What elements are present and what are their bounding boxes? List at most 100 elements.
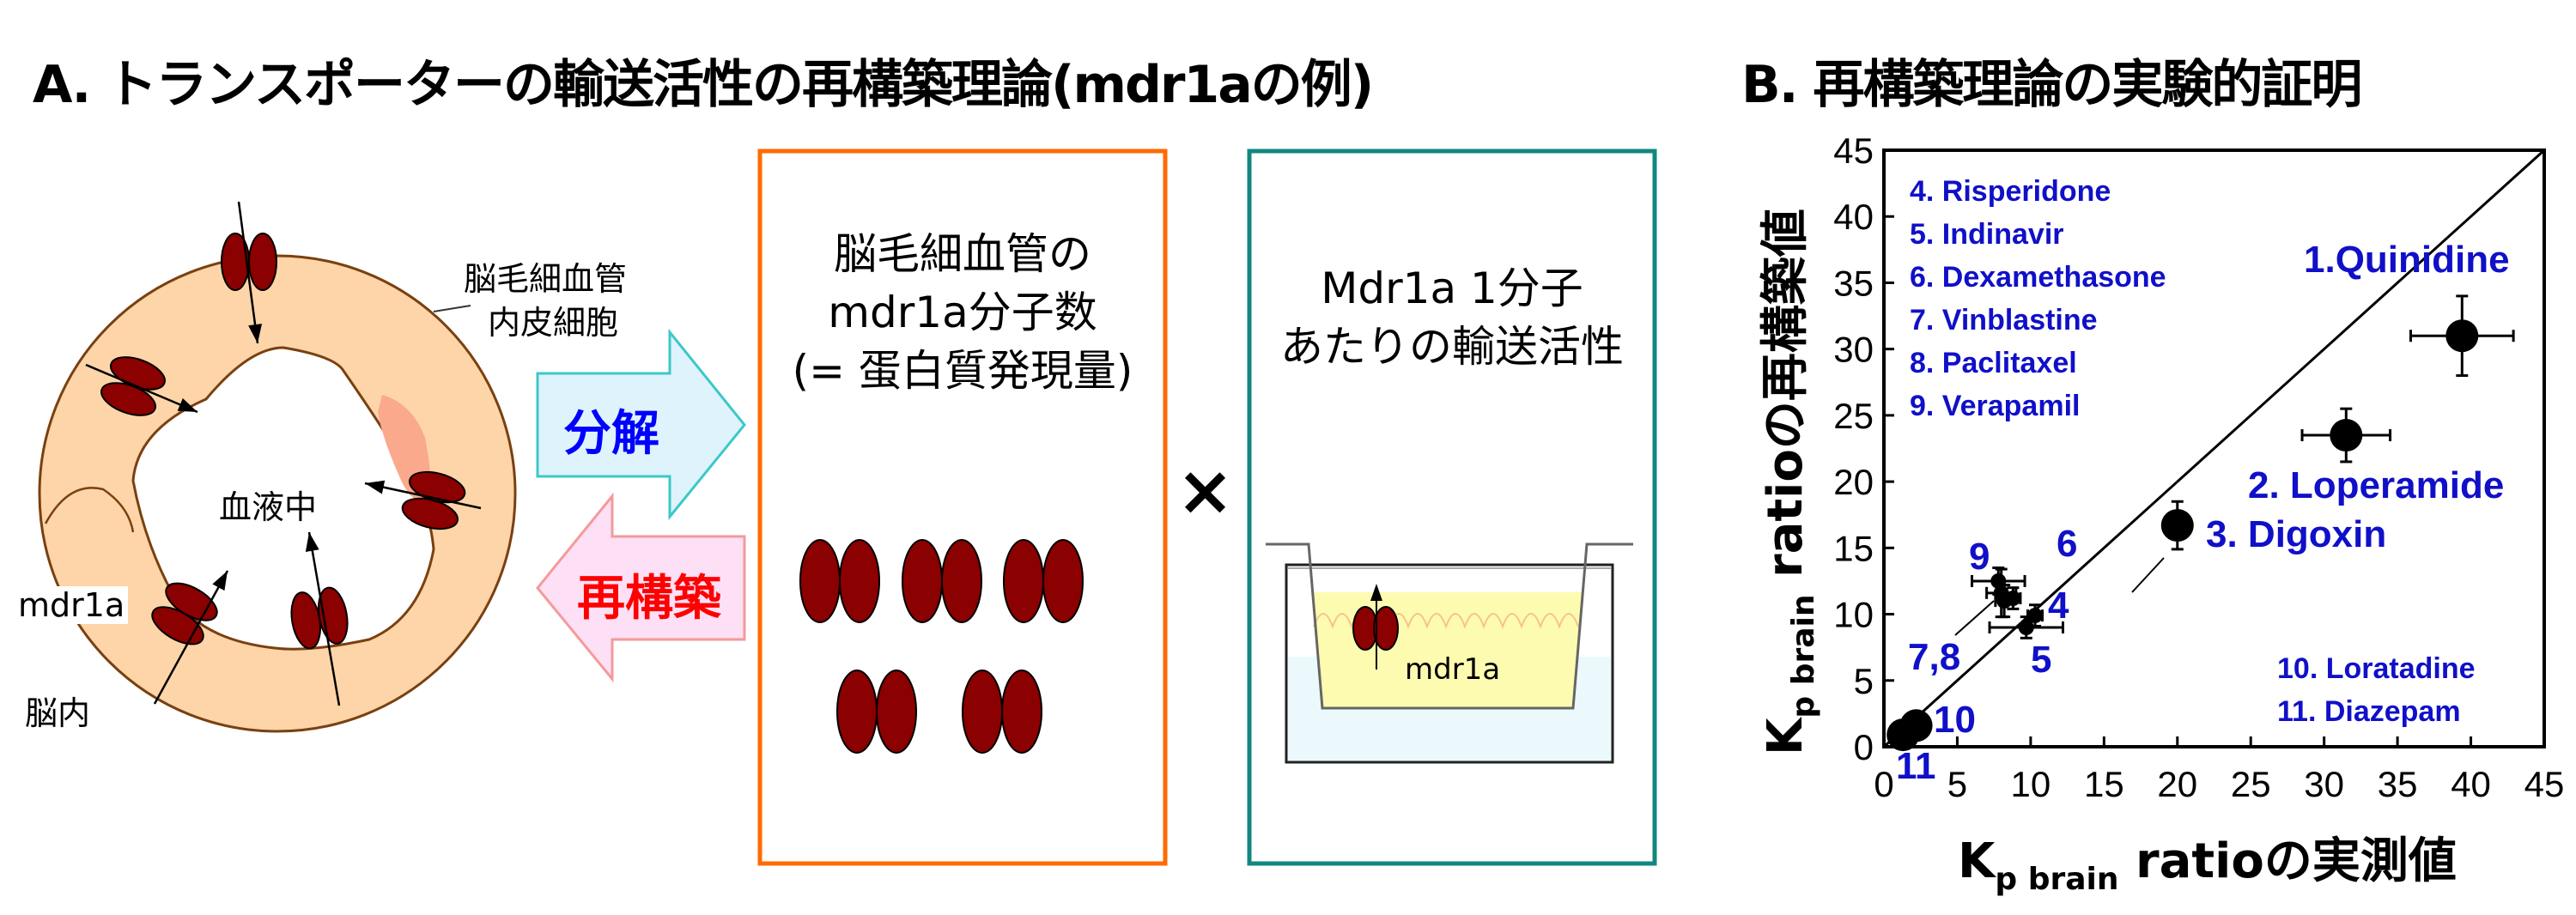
- mdr1a-transporter: [221, 233, 277, 291]
- mdr1a-molecule: [902, 539, 982, 623]
- x-tick-label: 30: [2304, 764, 2344, 804]
- point-label-6: 6: [2057, 523, 2077, 565]
- point-label-3: 3. Digoxin: [2206, 513, 2386, 555]
- point-label-9: 9: [1969, 536, 1990, 578]
- y-axis-title-rest: ratioの再構築値: [1758, 209, 1814, 594]
- decompose-label: 分解: [563, 406, 659, 462]
- y-tick-label: 20: [1833, 462, 1874, 502]
- transport-arrow: [364, 482, 482, 510]
- data-point-11: [1886, 718, 1920, 752]
- mdr1a-transporter: [290, 586, 349, 650]
- x-tick-label: 20: [2157, 764, 2197, 804]
- y-tick-label: 25: [1833, 396, 1874, 436]
- mdr1a-transporter: [151, 582, 218, 645]
- y-axis-title: Kp brain ratioの再構築値: [1758, 209, 1821, 755]
- cell-boundary: [44, 487, 135, 533]
- marker: [1996, 593, 2013, 609]
- x-tick-label: 45: [2524, 764, 2565, 804]
- x-tick-label: 10: [2011, 764, 2051, 804]
- box2-line: Mdr1a 1分子: [1321, 264, 1583, 313]
- data-point-3: [2160, 500, 2194, 551]
- point-label-5: 5: [2031, 639, 2051, 681]
- transport-arrow: [153, 570, 229, 705]
- box2-line: あたりの輸送活性: [1280, 322, 1624, 372]
- x-tick-label: 25: [2231, 764, 2271, 804]
- label-arrow-78: [1954, 600, 1995, 636]
- label-arrow-6: [2131, 557, 2165, 593]
- arrowhead-icon: [212, 571, 228, 591]
- legend-item: 6. Dexamethasone: [1910, 261, 2166, 294]
- x-tick-label: 0: [1874, 764, 1893, 804]
- x-axis-title: Kp brain ratioの実測値: [1958, 833, 2457, 897]
- legend-item: 7. Vinblastine: [1910, 304, 2098, 336]
- capillary-lumen: [131, 346, 435, 651]
- transwell-mdr1a-label: mdr1a: [1405, 652, 1501, 687]
- marker: [2027, 608, 2044, 624]
- legend-item: 9. Verapamil: [1910, 390, 2080, 422]
- panel-a-title: A. トランスポーターの輸送活性の再構築理論(mdr1aの例): [33, 55, 1374, 115]
- reconstruct-arrow[interactable]: [536, 492, 746, 683]
- point-label-11: 11: [1896, 745, 1936, 787]
- marker: [1886, 718, 1920, 752]
- mdr1a-molecule: [799, 539, 880, 623]
- transport-arrow: [237, 201, 259, 344]
- arrowhead-icon: [305, 532, 319, 553]
- legend-item: 10. Loratadine: [2277, 652, 2476, 685]
- transwell-insert: [1266, 542, 1633, 710]
- transport-arrow: [307, 531, 341, 706]
- marker: [2160, 509, 2194, 542]
- x-tick-label: 40: [2451, 764, 2491, 804]
- mdr1a-molecule: [836, 670, 917, 754]
- mdr1a-molecule: [962, 670, 1042, 754]
- marker: [2018, 620, 2034, 635]
- x-axis-title-k: K: [1958, 833, 1997, 889]
- box1-line: mdr1a分子数: [828, 288, 1097, 337]
- x-tick-label: 35: [2378, 764, 2418, 804]
- y-tick-label: 10: [1833, 595, 1874, 635]
- x-axis-title-sub: p brain: [1995, 862, 2118, 897]
- brain-label: 脳内: [25, 694, 91, 732]
- y-axis-title-k: K: [1758, 716, 1814, 755]
- transport-arrow: [85, 363, 198, 414]
- point-label-78: 7,8: [1908, 636, 1960, 678]
- data-point-2: [2300, 407, 2392, 464]
- arrowhead-icon: [248, 324, 263, 343]
- endothelial-label-line1: 脳毛細血管: [464, 260, 628, 298]
- endothelial-label-line2: 内皮細胞: [488, 304, 619, 342]
- y-tick-label: 45: [1833, 130, 1874, 171]
- transport-activity-text: Mdr1a 1分子 あたりの輸送活性: [1249, 259, 1655, 376]
- y-tick-label: 40: [1833, 197, 1874, 237]
- data-point-4: [2026, 603, 2044, 627]
- mdr1a-molecule: [1003, 539, 1084, 623]
- x-axis-title-rest: ratioの実測値: [2119, 833, 2457, 889]
- y-tick-label: 30: [1833, 330, 1874, 370]
- transwell-diagram: [1266, 542, 1633, 764]
- y-tick-label: 35: [1833, 263, 1874, 303]
- data-point-9: [1971, 567, 2026, 596]
- identity-line: [1882, 148, 2546, 748]
- protein-expression-text: 脳毛細血管の mdr1a分子数 (= 蛋白質発現量): [760, 225, 1165, 400]
- decompose-arrow[interactable]: [536, 328, 746, 521]
- y-tick-label: 0: [1854, 727, 1874, 767]
- protein-expression-box: [757, 148, 1168, 866]
- box1-line: (= 蛋白質発現量): [792, 346, 1133, 396]
- point-label-4: 4: [2048, 585, 2069, 627]
- label-leader-line: [433, 305, 471, 312]
- legend-item: 4. Risperidone: [1910, 175, 2111, 208]
- multiply-sign: ×: [1176, 451, 1235, 530]
- marker: [1990, 573, 2007, 589]
- x-tick-label: 5: [1947, 764, 1967, 804]
- transport-activity-box: [1247, 148, 1657, 866]
- mdr1a-molecules: [799, 539, 1084, 754]
- x-tick-label: 15: [2084, 764, 2124, 804]
- marker: [2445, 319, 2479, 353]
- box1-line: 脳毛細血管の: [834, 229, 1091, 279]
- reconstruct-label: 再構築: [577, 571, 721, 627]
- blood-label: 血液中: [219, 488, 318, 526]
- mdr1a-transporter: [401, 470, 466, 530]
- arrowhead-icon: [365, 480, 386, 494]
- point-label-1: 1.Quinidine: [2304, 239, 2510, 281]
- data-point-5: [1988, 615, 2064, 639]
